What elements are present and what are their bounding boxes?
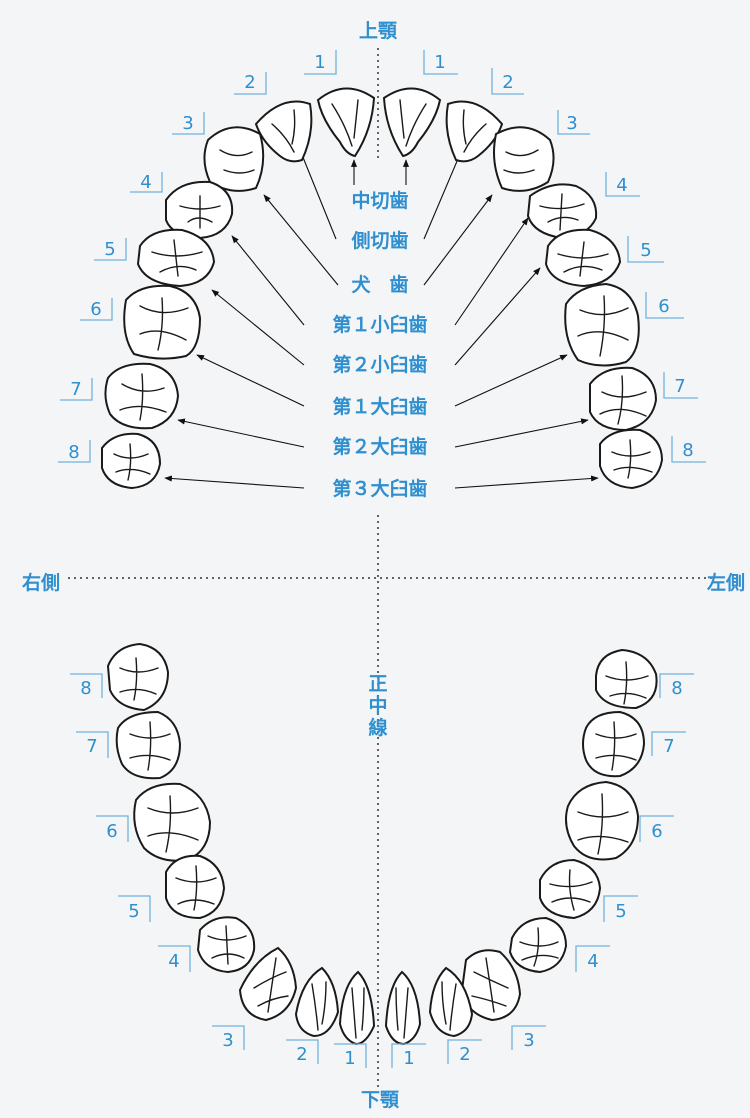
num-upper-left-2: 2	[502, 72, 513, 93]
num-lower-left-3: 3	[523, 1030, 534, 1051]
label-canine: 犬 歯	[351, 273, 408, 296]
num-lower-right-1: 1	[344, 1048, 355, 1069]
upper-left-lateral-incisor	[445, 100, 504, 163]
num-lower-right-4: 4	[168, 951, 179, 972]
lower-right-central-incisor	[338, 970, 376, 1046]
num-lower-right-5: 5	[128, 901, 139, 922]
num-upper-left-7: 7	[674, 376, 685, 397]
num-lower-left-8: 8	[671, 678, 682, 699]
lower-right-first-molar	[133, 782, 212, 862]
num-lower-left-1: 1	[403, 1048, 414, 1069]
lower-right-second-molar	[115, 710, 182, 780]
leader-arrows	[164, 139, 599, 489]
num-lower-left-4: 4	[587, 951, 598, 972]
num-lower-left-6: 6	[651, 821, 662, 842]
upper-right-second-premolar	[136, 228, 216, 288]
lower-left-canine	[460, 949, 522, 1022]
num-upper-right-1: 1	[314, 52, 325, 73]
num-upper-left-4: 4	[616, 175, 627, 196]
num-upper-left-3: 3	[566, 113, 577, 134]
lower-right-first-premolar	[196, 916, 256, 974]
lower-left-second-premolar	[539, 858, 602, 920]
lower-left-second-molar	[582, 710, 646, 778]
num-lower-left-5: 5	[615, 901, 626, 922]
upper-left-first-molar	[564, 282, 640, 367]
lower-left-third-molar	[595, 648, 658, 710]
num-upper-left-1: 1	[434, 52, 445, 73]
upper-left-first-premolar	[526, 183, 598, 240]
upper-left-canine	[493, 126, 555, 192]
label-second-premolar: 第２小臼歯	[332, 353, 427, 376]
num-lower-right-8: 8	[80, 678, 91, 699]
lower-left-lateral-incisor	[428, 966, 474, 1038]
lower-left-first-molar	[565, 780, 640, 861]
upper-right-second-molar	[104, 362, 180, 430]
upper-right-central-incisor	[316, 87, 376, 158]
num-upper-right-2: 2	[244, 72, 255, 93]
upper-left-central-incisor	[382, 87, 442, 158]
upper-left-third-molar	[599, 428, 664, 490]
num-upper-right-6: 6	[90, 299, 101, 320]
num-lower-left-2: 2	[459, 1044, 470, 1065]
midline-label-2: 中	[368, 694, 387, 717]
num-upper-left-6: 6	[658, 296, 669, 317]
num-lower-right-3: 3	[222, 1030, 233, 1051]
upper-right-first-molar	[123, 284, 202, 360]
lower-right-canine	[238, 946, 298, 1022]
num-upper-right-5: 5	[104, 239, 115, 260]
upper-right-canine	[203, 126, 265, 192]
lower-left-central-incisor	[384, 970, 422, 1046]
lower-jaw-label: 下顎	[361, 1089, 400, 1111]
label-central-incisor: 中切歯	[351, 189, 408, 212]
upper-teeth	[101, 87, 664, 490]
upper-jaw-label: 上顎	[359, 20, 398, 42]
midline-label-1: 正	[368, 673, 387, 695]
right-side-label: 右側	[21, 571, 60, 594]
lower-right-third-molar	[106, 642, 170, 712]
label-lateral-incisor: 側切歯	[350, 229, 408, 252]
midline-label-3: 線	[368, 716, 387, 739]
left-side-label: 左側	[707, 571, 745, 594]
num-upper-right-8: 8	[68, 442, 79, 463]
num-upper-left-8: 8	[682, 440, 693, 461]
upper-right-lateral-incisor	[254, 100, 313, 163]
num-lower-right-2: 2	[296, 1044, 307, 1065]
label-second-molar: 第２大臼歯	[332, 435, 427, 458]
label-first-molar: 第１大臼歯	[332, 395, 427, 418]
num-lower-right-7: 7	[86, 736, 97, 757]
num-upper-left-5: 5	[640, 240, 651, 261]
num-lower-right-6: 6	[106, 821, 117, 842]
num-upper-right-3: 3	[182, 113, 193, 134]
lower-right-second-premolar	[165, 854, 226, 920]
upper-left-second-molar	[589, 366, 658, 432]
lower-teeth	[106, 642, 658, 1046]
num-upper-right-4: 4	[140, 172, 151, 193]
tooth-number-brackets	[58, 50, 706, 1068]
num-lower-left-7: 7	[663, 736, 674, 757]
lower-left-first-premolar	[508, 916, 568, 974]
label-first-premolar: 第１小臼歯	[332, 313, 427, 336]
label-third-molar: 第３大臼歯	[332, 477, 427, 500]
lower-right-lateral-incisor	[294, 966, 340, 1038]
upper-right-third-molar	[101, 432, 162, 490]
upper-left-second-premolar	[544, 228, 622, 288]
num-upper-right-7: 7	[70, 379, 81, 400]
